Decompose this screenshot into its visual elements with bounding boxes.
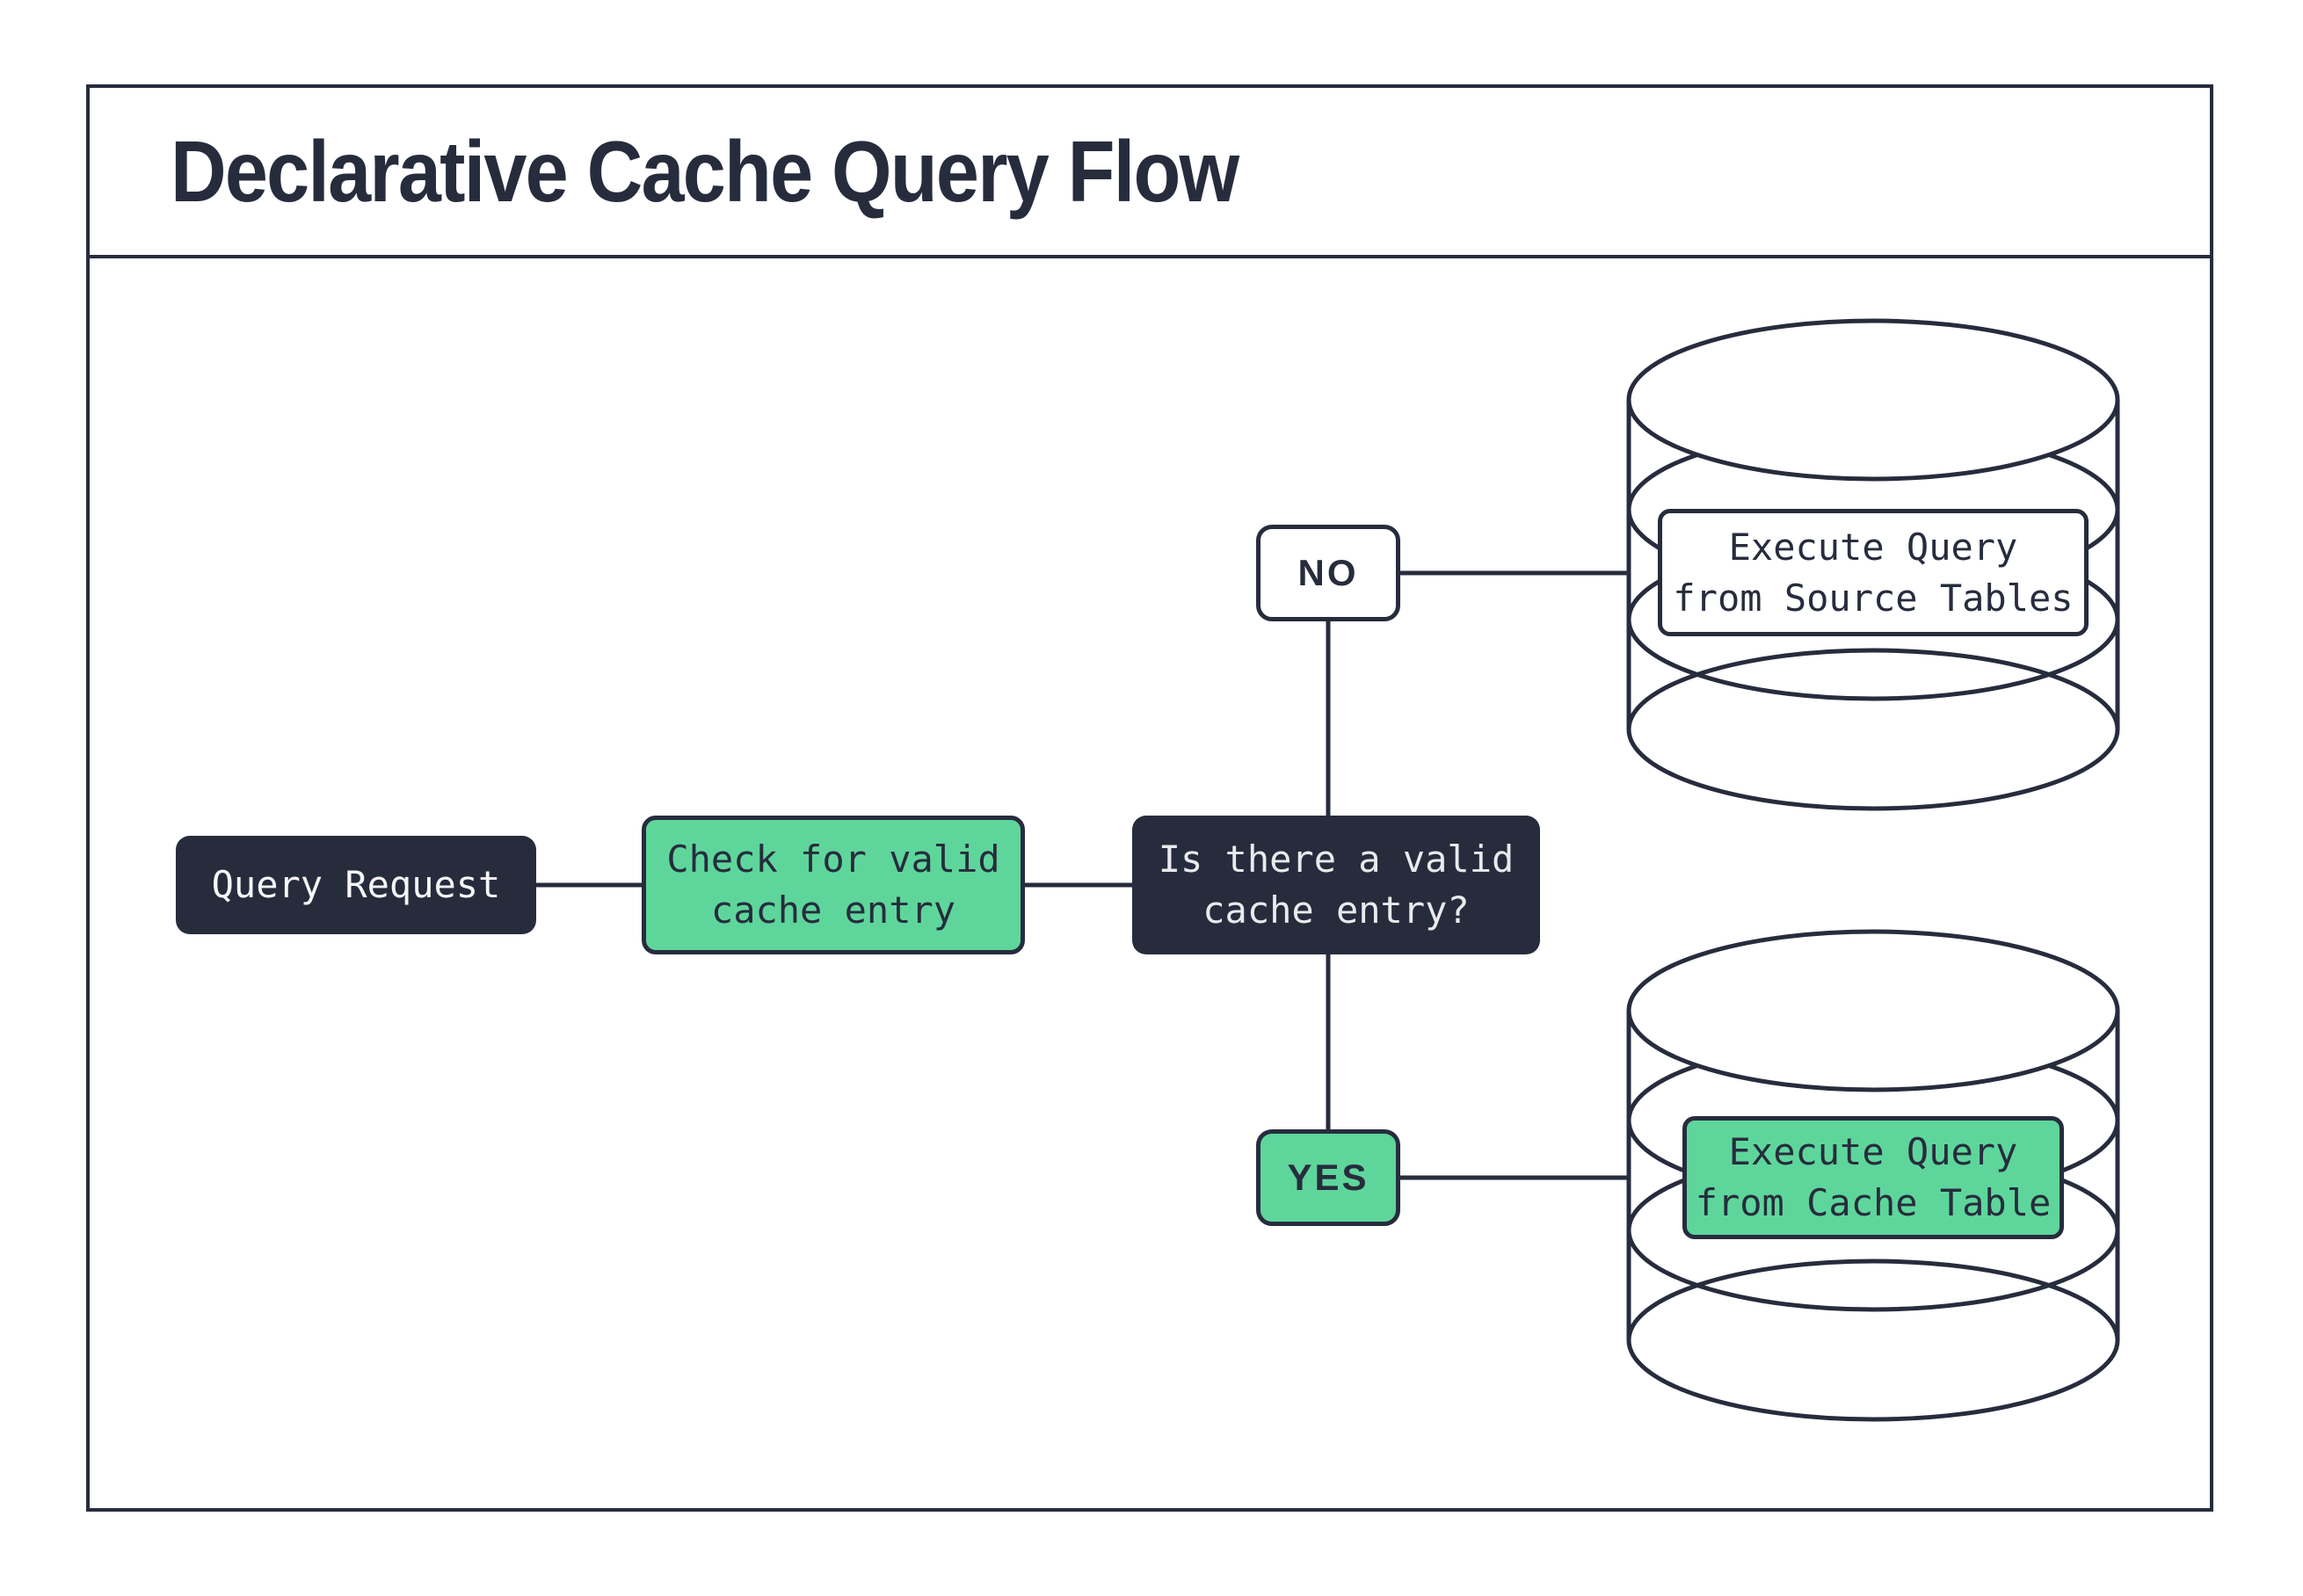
page-title: Declarative Cache Query Flow xyxy=(171,122,1239,220)
branch-label-no: NO xyxy=(1256,525,1400,621)
diagram-frame: Declarative Cache Query Flow xyxy=(86,84,2213,1512)
node-check-cache: Check for valid cache entry xyxy=(642,816,1025,954)
node-decision-valid-cache: Is there a valid cache entry? xyxy=(1132,816,1540,954)
branch-label-yes: YES xyxy=(1256,1129,1400,1226)
node-query-request: Query Request xyxy=(176,836,536,934)
node-execute-source-tables: Execute Query from Source Tables xyxy=(1658,509,2089,636)
node-execute-cache-table: Execute Query from Cache Table xyxy=(1682,1116,2064,1239)
diagram-header: Declarative Cache Query Flow xyxy=(90,88,2210,258)
